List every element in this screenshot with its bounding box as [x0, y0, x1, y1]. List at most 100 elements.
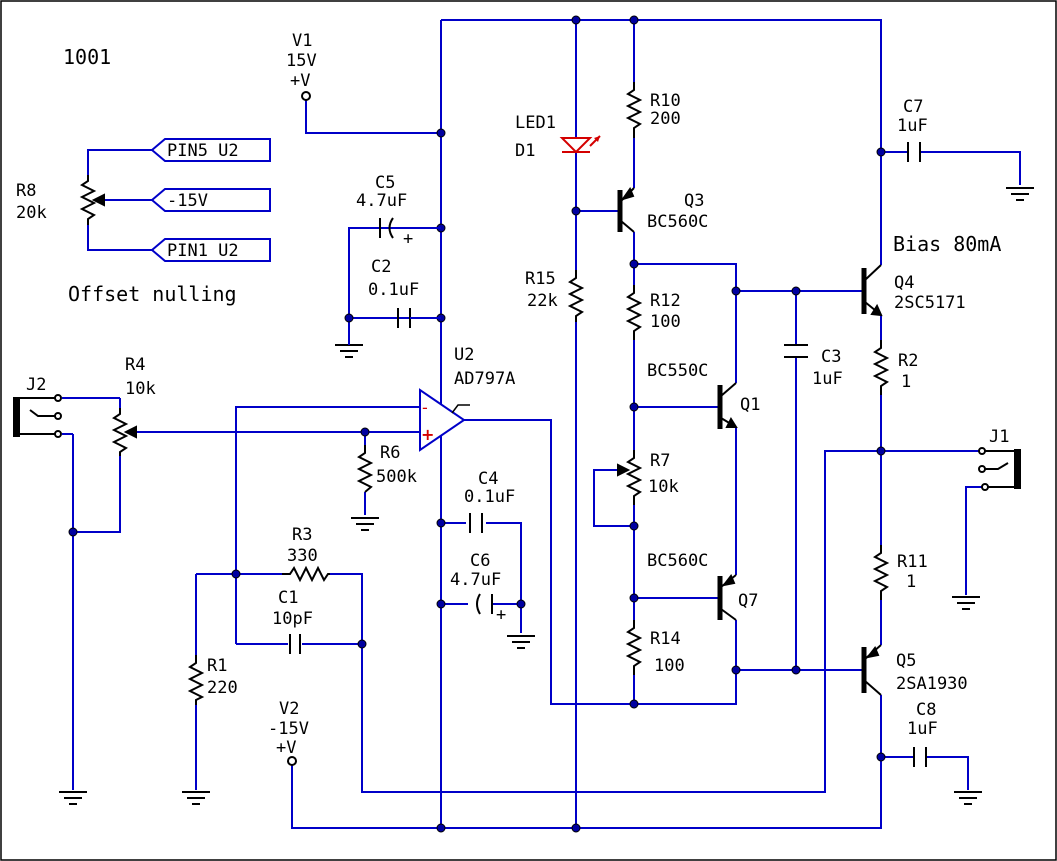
r7-name: R7 — [650, 451, 670, 471]
r1-value: 220 — [207, 678, 238, 698]
junction-dots — [68, 15, 886, 833]
led1-ref: D1 — [515, 141, 535, 161]
bias-note: Bias 80mA — [893, 232, 1001, 256]
r12-name: R12 — [650, 291, 681, 311]
c7-value: 1uF — [897, 116, 928, 136]
c7-symbol — [907, 142, 921, 162]
c2-value: 0.1uF — [368, 280, 419, 300]
c1-value: 10pF — [272, 609, 313, 629]
q4-symbol — [861, 264, 883, 317]
r2-symbol — [872, 340, 890, 395]
u2-inverting-pin: - — [422, 398, 428, 417]
c5-symbol — [379, 217, 394, 239]
r6-name: R6 — [380, 443, 400, 463]
q7-name: Q7 — [738, 591, 758, 611]
ground-symbols — [58, 187, 1035, 805]
c2-name: C2 — [371, 257, 391, 277]
q5-name: Q5 — [896, 651, 916, 671]
c4-symbol — [469, 513, 483, 533]
u2-value: AD797A — [454, 369, 515, 389]
c8-name: C8 — [916, 700, 936, 720]
q3-value: BC560C — [647, 212, 708, 232]
v1-name: V1 — [292, 31, 312, 51]
r14-name: R14 — [650, 629, 681, 649]
j1-jack-symbol — [978, 447, 1021, 491]
c6-name: C6 — [470, 551, 490, 571]
c5-name: C5 — [375, 173, 395, 193]
q1-type: BC550C — [647, 361, 708, 381]
offset-connector-tags: PIN5 U2 -15V PIN1 U2 — [150, 138, 271, 262]
c4-value: 0.1uF — [464, 487, 515, 507]
pin1-tag: PIN1 U2 — [167, 241, 239, 261]
v2-symbol: +V — [276, 738, 296, 758]
c5-value: 4.7uF — [356, 191, 407, 211]
r1-symbol — [187, 655, 205, 705]
v1-terminal — [301, 91, 311, 101]
r7-value: 10k — [648, 477, 679, 497]
r2-name: R2 — [898, 351, 918, 371]
q7-type: BC560C — [647, 551, 708, 571]
c4-name: C4 — [478, 469, 498, 489]
neg15-tag: -15V — [167, 191, 208, 211]
j2-name: J2 — [26, 375, 46, 395]
c8-value: 1uF — [907, 719, 938, 739]
r4-symbol — [111, 408, 129, 456]
r10-symbol — [625, 82, 643, 138]
c1-symbol — [289, 634, 301, 654]
c8-symbol — [913, 747, 927, 767]
v1-symbol: +V — [290, 71, 310, 91]
r3-symbol — [282, 565, 330, 583]
c5-polarity-mark: + — [403, 229, 413, 249]
sheet-title: 1001 — [63, 45, 111, 69]
v2-terminal — [287, 756, 297, 766]
r10-value: 200 — [650, 109, 681, 129]
r6-value: 500k — [376, 467, 417, 487]
r8-name: R8 — [16, 181, 36, 201]
r10-name: R10 — [650, 91, 681, 111]
resistors — [79, 82, 890, 705]
q5-value: 2SA1930 — [896, 674, 968, 694]
r3-name: R3 — [292, 525, 312, 545]
q1-symbol — [717, 382, 738, 429]
pot-wipers — [91, 193, 631, 477]
r4-name: R4 — [125, 355, 145, 375]
r12-value: 100 — [650, 312, 681, 332]
r2-value: 1 — [901, 372, 911, 392]
u2-noninverting-pin: + — [421, 425, 434, 444]
u2-opamp-symbol: - + — [419, 388, 470, 452]
r12-symbol — [625, 285, 643, 340]
j1-name: J1 — [989, 427, 1009, 447]
r14-value: 100 — [654, 656, 685, 676]
r11-name: R11 — [897, 552, 928, 572]
q3-name: Q3 — [684, 191, 704, 211]
r1-name: R1 — [207, 656, 227, 676]
r6-symbol — [356, 445, 374, 493]
q1-name: Q1 — [740, 395, 760, 415]
r15-symbol — [567, 270, 585, 322]
r15-name: R15 — [525, 269, 556, 289]
q7-symbol — [717, 574, 737, 621]
r15-value: 22k — [527, 291, 558, 311]
q3-symbol — [614, 186, 635, 233]
v2-name: V2 — [279, 699, 299, 719]
r8-symbol — [79, 175, 97, 225]
capacitors — [289, 142, 927, 767]
labels: 1001 R8 20k Offset nulling V1 15V +V C5 … — [16, 31, 1009, 758]
q5-symbol — [861, 644, 882, 696]
transistors — [614, 186, 883, 696]
offset-label: Offset nulling — [68, 282, 237, 306]
j2-jack-symbol — [13, 394, 62, 438]
pin5-tag: PIN5 U2 — [167, 141, 239, 161]
q4-name: Q4 — [894, 273, 914, 293]
c1-name: C1 — [278, 588, 298, 608]
q4-value: 2SC5171 — [894, 293, 966, 313]
led1-name: LED1 — [515, 113, 556, 133]
r11-symbol — [872, 545, 890, 600]
r14-symbol — [625, 620, 643, 675]
c3-value: 1uF — [812, 369, 843, 389]
r11-value: 1 — [906, 572, 916, 592]
v1-value: 15V — [286, 51, 317, 71]
r7-symbol — [625, 450, 643, 505]
